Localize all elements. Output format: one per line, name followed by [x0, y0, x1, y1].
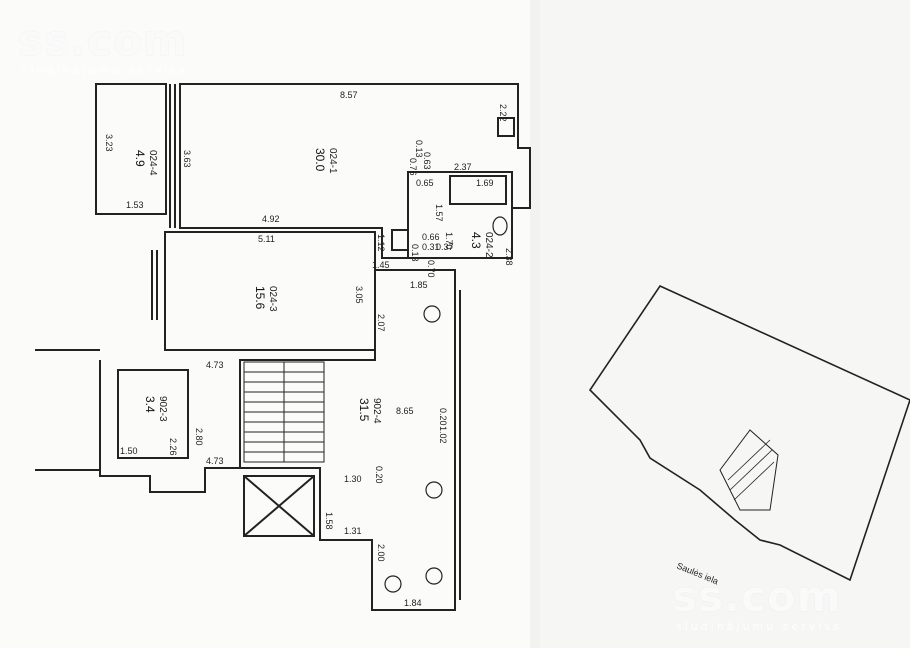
left-sheet: [0, 0, 530, 648]
right-sheet: [540, 0, 910, 648]
dim-label: 2.00: [376, 544, 386, 562]
dim-label: 1.85: [410, 280, 428, 290]
room-024-4-outline: [95, 83, 167, 215]
dim-label: 4.92: [262, 214, 280, 224]
column-circle: [425, 481, 443, 499]
dim-label: 0.65: [416, 178, 434, 188]
room-024-2-outline: [407, 171, 513, 259]
room-024-2-area: 4.3: [469, 232, 483, 249]
dim-label: 2.07: [376, 314, 386, 332]
watermark-logo-bottom: ss.com: [672, 572, 842, 621]
dim-label: 1.30: [344, 474, 362, 484]
sink: [391, 229, 409, 251]
dim-label: 1.12: [376, 234, 386, 252]
watermark-tagline-top: sludinājumu serviss: [22, 64, 188, 77]
dim-label: 1.70: [444, 232, 454, 250]
dim-label: 2.37: [454, 162, 472, 172]
dimension-labels: 8.57 2.22 3.63 3.23 1.53 0.13 0.63 0.76 …: [104, 90, 514, 608]
room-024-4-id: 024-4: [147, 150, 158, 176]
dim-label: 0.63: [422, 152, 432, 170]
dim-label: 0.13: [410, 244, 420, 262]
dim-label: 3.23: [104, 134, 114, 152]
stairs: [243, 361, 325, 463]
dim-label: 1.53: [126, 200, 144, 210]
column-circle: [425, 567, 443, 585]
room-024-1-area: 30.0: [313, 148, 327, 172]
toilet: [492, 216, 508, 236]
dim-label: 1.69: [476, 178, 494, 188]
room-labels: 024-4 4.9 024-1 30.0 024-2 4.3 024-3 15.…: [133, 148, 494, 424]
dim-label: 0.20: [438, 408, 448, 426]
watermark-tagline-bottom: sludinājumu serviss: [676, 620, 842, 633]
dim-label: 2.26: [168, 438, 178, 456]
room-902-4-id: 902-4: [371, 398, 382, 424]
room-902-3-id: 902-3: [157, 396, 168, 422]
site-stairs: [719, 429, 779, 511]
dim-label: 0.66: [422, 232, 440, 242]
dim-label: 3.63: [182, 150, 192, 168]
room-024-3-area: 15.6: [253, 286, 267, 310]
dim-label: 1.02: [438, 426, 448, 444]
dim-label: 1.45: [372, 260, 390, 270]
building-outline: [588, 284, 910, 582]
dim-label: 4.73: [206, 360, 224, 370]
dim-label: 1.84: [404, 598, 422, 608]
dim-label: 2.80: [194, 428, 204, 446]
dim-label: 5.11: [258, 234, 275, 244]
room-902-4-outline: [239, 269, 456, 611]
dim-label: 1.50: [120, 446, 138, 456]
room-024-1-id: 024-1: [327, 148, 338, 174]
dim-label: 0.76: [408, 158, 418, 176]
dim-label: 2.38: [504, 248, 514, 266]
room-024-2-id: 024-2: [483, 232, 494, 258]
column-circle: [384, 575, 402, 593]
site-plan: [588, 284, 910, 582]
dim-label: 0.70: [426, 260, 436, 278]
column-circle: [423, 305, 441, 323]
elevator-shaft: [243, 475, 315, 537]
dim-label: 0.20: [374, 466, 384, 484]
dim-label: 4.73: [206, 456, 224, 466]
bathtub: [449, 175, 507, 205]
room-902-3-area: 3.4: [143, 396, 157, 413]
dim-label: 2.22: [498, 104, 508, 122]
watermark-logo-top: ss.com: [18, 16, 188, 65]
dim-label: 8.65: [396, 406, 414, 416]
room-024-4-area: 4.9: [133, 150, 147, 167]
room-024-3-id: 024-3: [267, 286, 278, 312]
dim-label: 8.57: [340, 90, 358, 100]
dim-label: 0.31: [422, 242, 440, 252]
dim-label: 0.37: [436, 242, 454, 252]
walls: [35, 83, 531, 611]
room-902-4-area: 31.5: [357, 398, 371, 422]
dim-label: 1.31: [344, 526, 362, 536]
dim-label: 0.13: [414, 140, 424, 158]
dim-label: 1.58: [324, 512, 334, 530]
outlet-box: [497, 117, 515, 137]
room-902-3-outline: [117, 369, 189, 459]
dim-label: 1.57: [434, 204, 444, 222]
dim-label: 3.05: [354, 286, 364, 304]
